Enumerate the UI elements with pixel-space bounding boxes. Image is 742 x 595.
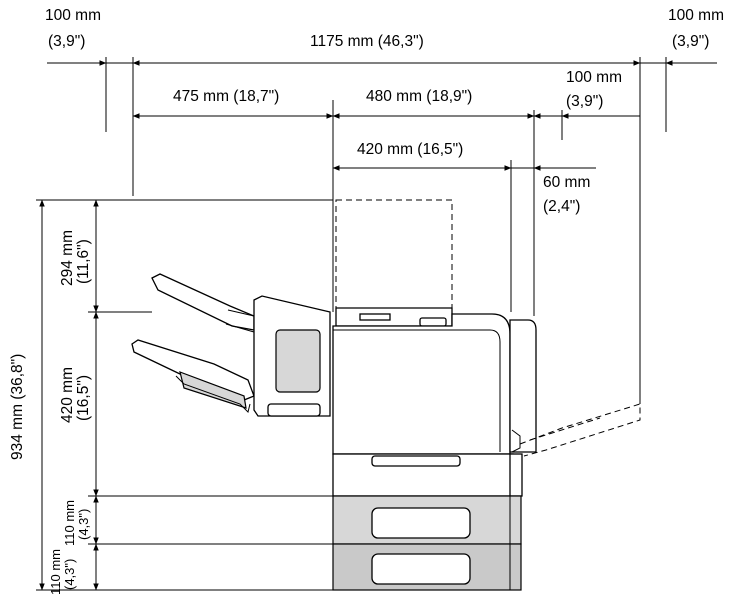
left-clearance-in: (3,9") <box>48 33 85 50</box>
tray-2-handle <box>371 553 471 585</box>
overall-width-label: 1175 mm (46,3") <box>310 33 424 50</box>
tray-lower-in: (4,3") <box>62 559 77 590</box>
open-lid-outline <box>335 199 453 311</box>
body-width-label: 480 mm (18,9") <box>366 88 472 105</box>
rear-offset-mm: 60 mm <box>543 174 590 191</box>
main-unit-height-mm: 420 mm <box>59 367 76 423</box>
main-unit-width-label: 420 mm (16,5") <box>357 141 463 158</box>
rear-offset-in: (2,4") <box>543 198 580 215</box>
tray-1-handle <box>371 507 471 539</box>
finisher-panel <box>275 329 321 393</box>
main-unit-height-in: (16,5") <box>75 375 92 421</box>
machine-illustration <box>131 199 641 591</box>
top-clearance-mm: 294 mm <box>59 230 76 286</box>
top-dimensions <box>47 57 717 404</box>
finisher-width-label: 475 mm (18,7") <box>173 88 279 105</box>
finisher-upper-tray-icon <box>151 273 255 331</box>
tray-upper-mm: 110 mm <box>62 500 77 546</box>
main-unit-icon <box>332 313 511 455</box>
rear-clearance-mm: 100 mm <box>566 69 622 86</box>
total-height-label: 934 mm (36,8") <box>9 354 26 460</box>
rear-clearance-in: (3,9") <box>566 93 603 110</box>
left-dimensions <box>36 199 333 591</box>
tray-lower-mm: 110 mm <box>48 549 63 595</box>
right-clearance-in: (3,9") <box>672 33 709 50</box>
left-clearance-mm: 100 mm <box>45 7 101 24</box>
tray-upper-in: (4,3") <box>76 509 91 540</box>
right-clearance-mm: 100 mm <box>668 7 724 24</box>
side-unit-icon <box>509 319 537 453</box>
top-clearance-in: (11,6") <box>75 239 92 284</box>
